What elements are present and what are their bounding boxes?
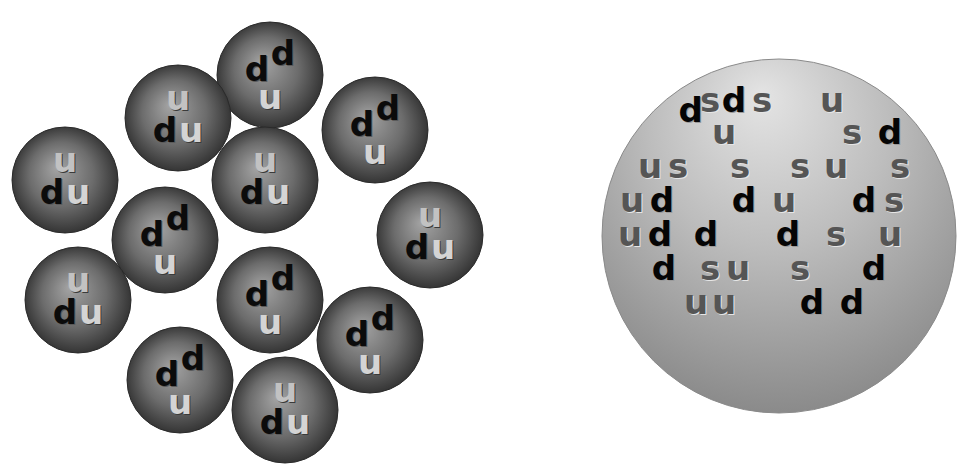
- quark-letter: s: [826, 217, 846, 251]
- quark-letter: d: [53, 295, 77, 329]
- quark-letter: u: [363, 135, 387, 169]
- nucleon-sphere: ddu: [216, 21, 324, 129]
- quark-letter: u: [772, 183, 796, 217]
- quark-letter: u: [153, 245, 177, 279]
- quark-matter-sphere: dsdsuusdusssusuddudsudddsudsusduudd: [601, 58, 957, 414]
- quark-letter: d: [840, 285, 864, 319]
- quark-letter: u: [878, 217, 902, 251]
- sphere-outline: [217, 247, 323, 353]
- quark-letter: d: [40, 175, 64, 209]
- sphere-outline: [217, 22, 323, 128]
- nucleon-sphere: udu: [11, 126, 119, 234]
- sphere-outline: [125, 65, 231, 171]
- quark-letter: u: [79, 295, 103, 329]
- nucleon-sphere: udu: [124, 64, 232, 172]
- sphere-outline: [25, 247, 131, 353]
- quark-letter: d: [181, 341, 205, 375]
- quark-letter: d: [679, 93, 703, 127]
- quark-letter: d: [776, 217, 800, 251]
- quark-letter: s: [700, 83, 720, 117]
- nucleon-sphere: udu: [211, 126, 319, 234]
- quark-letter: u: [638, 149, 662, 183]
- quark-letter: d: [376, 91, 400, 125]
- quark-letter: d: [722, 83, 746, 117]
- quark-letter: u: [431, 230, 455, 264]
- quark-letter: d: [405, 230, 429, 264]
- quark-letter: s: [884, 183, 904, 217]
- quark-letter: u: [258, 305, 282, 339]
- quark-letter: d: [260, 405, 284, 439]
- quark-letter: u: [168, 385, 192, 419]
- nucleon-sphere: udu: [376, 181, 484, 289]
- sphere-outline: [112, 187, 218, 293]
- quark-letter: d: [652, 251, 676, 285]
- quark-letter: s: [790, 251, 810, 285]
- quark-letter: u: [273, 373, 297, 407]
- quark-letter: u: [620, 183, 644, 217]
- nucleon-sphere: ddu: [126, 326, 234, 434]
- nucleon-sphere: ddu: [316, 286, 424, 394]
- quark-letter: u: [618, 217, 642, 251]
- quark-letter: s: [700, 251, 720, 285]
- quark-letter: u: [712, 115, 736, 149]
- quark-letter: d: [862, 251, 886, 285]
- sphere-outline: [377, 182, 483, 288]
- sphere-outline: [317, 287, 423, 393]
- quark-letter: d: [271, 261, 295, 295]
- quark-letter: u: [358, 345, 382, 379]
- sphere-outline: [322, 77, 428, 183]
- quark-letter: d: [694, 217, 718, 251]
- quark-letter: u: [253, 143, 277, 177]
- quark-letter: d: [271, 36, 295, 70]
- quark-letter: u: [179, 113, 203, 147]
- quark-letter: d: [650, 183, 674, 217]
- quark-letter: u: [684, 285, 708, 319]
- quark-letter: d: [371, 301, 395, 335]
- quark-letter: d: [878, 115, 902, 149]
- quark-letter: u: [66, 175, 90, 209]
- nucleon-sphere: ddu: [216, 246, 324, 354]
- sphere-outline: [12, 127, 118, 233]
- quark-letter: u: [824, 149, 848, 183]
- quark-letter: u: [820, 83, 844, 117]
- quark-letter: u: [53, 143, 77, 177]
- quark-letter: s: [752, 83, 772, 117]
- quark-letter: d: [732, 183, 756, 217]
- nucleon-sphere: ddu: [321, 76, 429, 184]
- quark-letter: u: [258, 80, 282, 114]
- quark-letter: d: [240, 175, 264, 209]
- quark-letter: s: [890, 149, 910, 183]
- quark-letter: u: [418, 198, 442, 232]
- quark-letter: u: [166, 81, 190, 115]
- quark-letter: d: [800, 285, 824, 319]
- sphere-outline: [232, 357, 338, 463]
- nucleon-sphere: udu: [231, 356, 339, 464]
- quark-letter: u: [66, 263, 90, 297]
- quark-letter: d: [166, 201, 190, 235]
- quark-letter: d: [153, 113, 177, 147]
- quark-letter: d: [648, 217, 672, 251]
- sphere-outline: [602, 59, 956, 413]
- quark-letter: u: [712, 285, 736, 319]
- quark-letter: s: [730, 149, 750, 183]
- quark-letter: u: [726, 251, 750, 285]
- quark-letter: s: [668, 149, 688, 183]
- quark-letter: u: [286, 405, 310, 439]
- sphere-outline: [212, 127, 318, 233]
- nucleon-sphere: ddu: [111, 186, 219, 294]
- nucleon-sphere: udu: [24, 246, 132, 354]
- quark-letter: u: [266, 175, 290, 209]
- sphere-outline: [127, 327, 233, 433]
- quark-letter: s: [842, 115, 862, 149]
- quark-letter: s: [790, 149, 810, 183]
- quark-letter: d: [852, 183, 876, 217]
